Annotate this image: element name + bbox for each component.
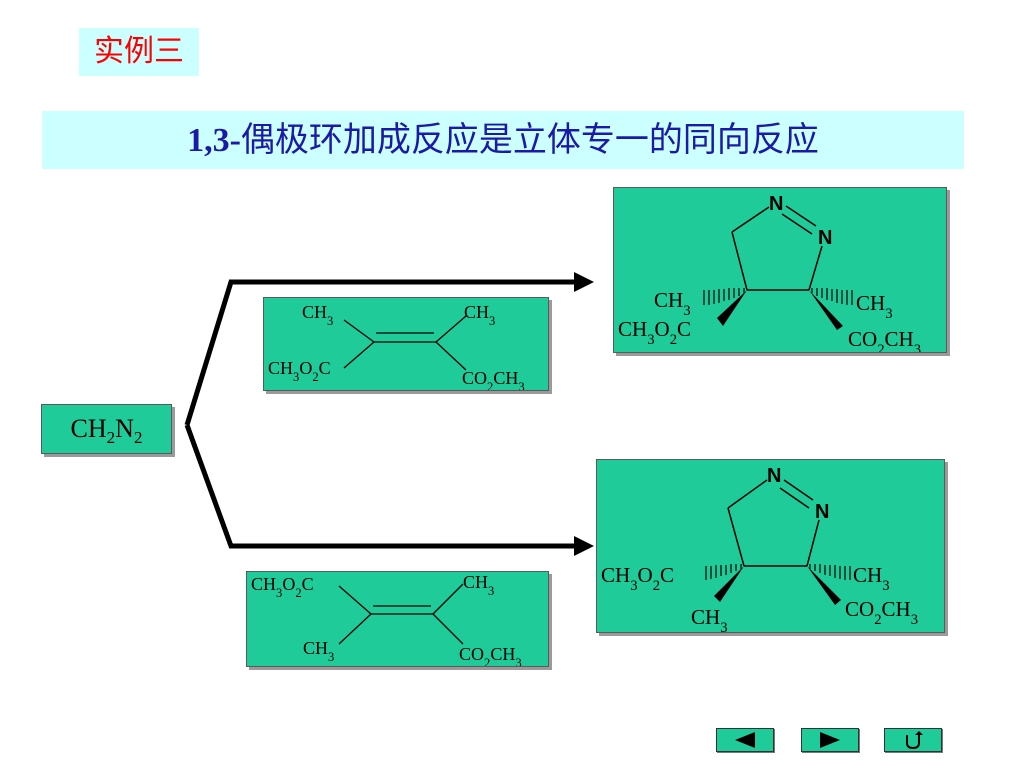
arrow-lower-path — [184, 424, 578, 549]
title-prefix: 1,3- — [187, 122, 241, 159]
next-icon — [820, 732, 840, 748]
next-button[interactable] — [801, 728, 859, 752]
slide-title: 1,3-偶极环加成反应是立体专一的同向反应 — [42, 111, 964, 169]
previous-icon — [735, 732, 755, 748]
reagent-diazomethane: CH2N2 — [41, 404, 172, 454]
product-top-right-hashed: CH3 — [856, 291, 893, 322]
cis-bottom-left: CH3O2C — [268, 358, 331, 384]
arrow-lower-head — [574, 536, 594, 556]
trans-top-right: CH3 — [463, 572, 494, 598]
arrow-upper-path — [184, 279, 578, 426]
product-top-box: N N CH3 CH3O2C CH3 CO2CH3 — [613, 187, 947, 358]
trans-top-left: CH3O2C — [251, 574, 314, 600]
product-bottom-box: N N CH3O2C CH3 CH3 CO2CH3 — [596, 459, 945, 636]
trans-alkene-box: CH3O2C CH3 CH3 CO2CH3 — [246, 571, 549, 670]
prev-button[interactable] — [716, 728, 774, 752]
return-icon — [906, 731, 923, 750]
product-bottom-left-wedge: CH3 — [691, 605, 728, 632]
product-bottom-n1: N — [767, 465, 781, 487]
product-bottom-right-wedge: CO2CH3 — [845, 597, 918, 628]
reagent-sub1: 2 — [106, 428, 116, 448]
cis-bottom-right: CO2CH3 — [462, 368, 525, 390]
product-bottom-n2: N — [815, 501, 829, 523]
cis-alkene-structure: CH3 CH3 CH3O2C CO2CH3 — [268, 302, 525, 394]
product-bottom-left-hashed: CH3O2C — [601, 563, 674, 594]
product-top-n2: N — [818, 227, 832, 249]
reagent-n: N — [115, 414, 134, 443]
product-top-left-wedge: CH3O2C — [618, 317, 691, 348]
product-bottom-structure: N N CH3O2C CH3 CH3 CO2CH3 — [601, 465, 918, 636]
cis-top-left: CH3 — [302, 302, 333, 328]
product-top-right-wedge: CO2CH3 — [848, 327, 921, 352]
product-top-left-hashed: CH3 — [654, 288, 691, 319]
reagent-sub2: 2 — [133, 428, 143, 448]
cis-alkene-box: CH3 CH3 CH3O2C CO2CH3 — [263, 297, 549, 394]
trans-bottom-left: CH3 — [303, 638, 334, 664]
cis-top-right: CH3 — [464, 302, 495, 328]
product-bottom-right-hashed: CH3 — [853, 563, 890, 594]
example-tag: 实例三 — [79, 28, 199, 76]
title-text: 偶极环加成反应是立体专一的同向反应 — [240, 120, 819, 160]
reagent-ch: CH — [70, 414, 107, 443]
trans-alkene-structure: CH3O2C CH3 CH3 CO2CH3 — [251, 572, 522, 670]
arrow-upper-head — [574, 272, 594, 292]
trans-bottom-right: CO2CH3 — [459, 644, 522, 666]
product-top-n1: N — [769, 193, 783, 215]
return-button[interactable] — [884, 728, 942, 752]
product-top-structure: N N CH3 CH3O2C CH3 CO2CH3 — [618, 193, 921, 358]
